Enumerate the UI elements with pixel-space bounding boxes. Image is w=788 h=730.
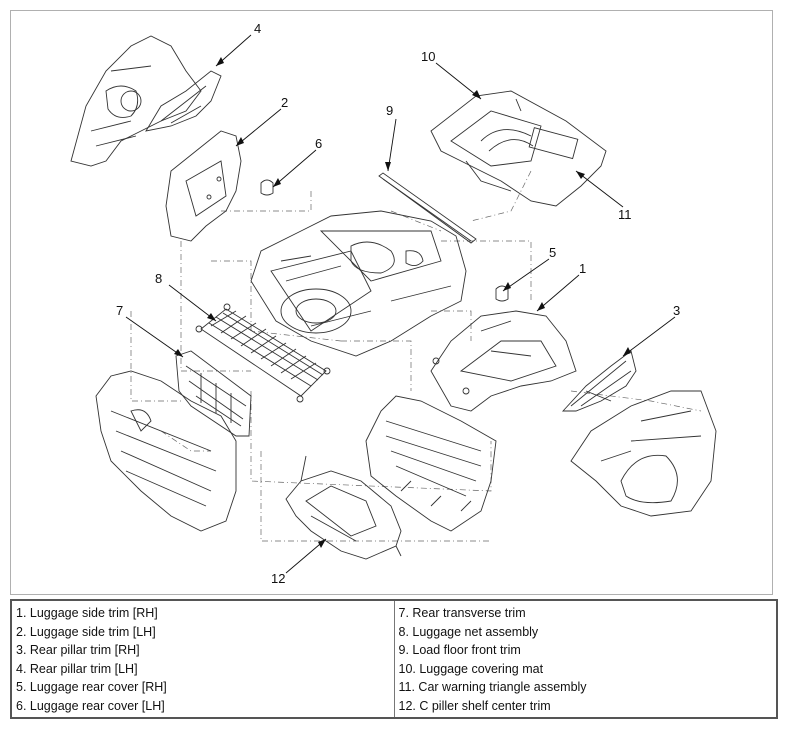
- part-6-luggage-rear-cover-lh: [260, 179, 274, 196]
- right-quarter-panel-lower: [570, 390, 717, 517]
- callout-11: 11: [618, 207, 632, 222]
- callout-9: 9: [386, 103, 393, 118]
- legend-item: 11. Car warning triangle assembly: [398, 680, 587, 694]
- legend-item: 10. Luggage covering mat: [398, 661, 544, 676]
- legend-item: 3. Rear pillar trim [RH]: [16, 643, 140, 657]
- part-7-rear-transverse-trim: [175, 350, 252, 437]
- diagram-canvas: 4 2 6 10 11 9 5 1 3 7 8 12: [70, 21, 717, 586]
- leader-lines: [125, 34, 676, 574]
- callout-2: 2: [281, 95, 288, 110]
- rear-back-panel-trim: [365, 395, 497, 532]
- legend-item: 7. Rear transverse trim: [398, 606, 526, 620]
- legend-item: 12. C piller shelf center trim: [398, 698, 551, 713]
- callout-1: 1: [579, 261, 586, 276]
- callout-8: 8: [155, 271, 162, 286]
- part-1-luggage-side-trim-rh: [430, 310, 577, 412]
- part-8-luggage-net-assembly: [195, 303, 331, 403]
- part-9-load-floor-front-trim: [378, 172, 477, 244]
- left-quarter-panel-upper: [70, 35, 202, 167]
- legend-item: 1. Luggage side trim [RH]: [16, 606, 158, 620]
- part-2-luggage-side-trim-lh: [165, 130, 242, 242]
- legend-item: 6. Luggage rear cover [LH]: [16, 698, 165, 713]
- callout-10: 10: [421, 49, 435, 64]
- leader-arrowheads: [174, 57, 631, 548]
- part-3-rear-pillar-trim-rh: [561, 350, 637, 412]
- guide-lines: [130, 170, 702, 542]
- parts-legend-table: 1. Luggage side trim [RH] 2. Luggage sid…: [10, 599, 778, 719]
- legend-item: 2. Luggage side trim [LH]: [16, 624, 156, 639]
- callout-7: 7: [116, 303, 123, 318]
- legend-item: 9. Load floor front trim: [398, 643, 521, 657]
- left-rear-panel-lower: [95, 370, 237, 532]
- part-4-rear-pillar-trim-lh: [145, 70, 222, 132]
- trunk-floor-pan: [250, 210, 467, 357]
- callout-4: 4: [254, 21, 261, 36]
- callout-12: 12: [271, 571, 285, 586]
- legend-item: 4. Rear pillar trim [LH]: [16, 661, 138, 676]
- legend-column-right: 7. Rear transverse trim 8. Luggage net a…: [393, 601, 777, 717]
- legend-item: 5. Luggage rear cover [RH]: [16, 680, 167, 694]
- exploded-diagram: 4 2 6 10 11 9 5 1 3 7 8 12: [10, 10, 773, 595]
- part-5-luggage-rear-cover-rh: [495, 285, 509, 302]
- callout-3: 3: [673, 303, 680, 318]
- legend-column-left: 1. Luggage side trim [RH] 2. Luggage sid…: [12, 601, 394, 717]
- callout-6: 6: [315, 136, 322, 151]
- legend-item: 8. Luggage net assembly: [398, 624, 539, 639]
- part-12-c-piller-shelf-center-trim: [285, 455, 402, 560]
- part-10-luggage-covering-mat: [430, 90, 607, 207]
- callout-5: 5: [549, 245, 556, 260]
